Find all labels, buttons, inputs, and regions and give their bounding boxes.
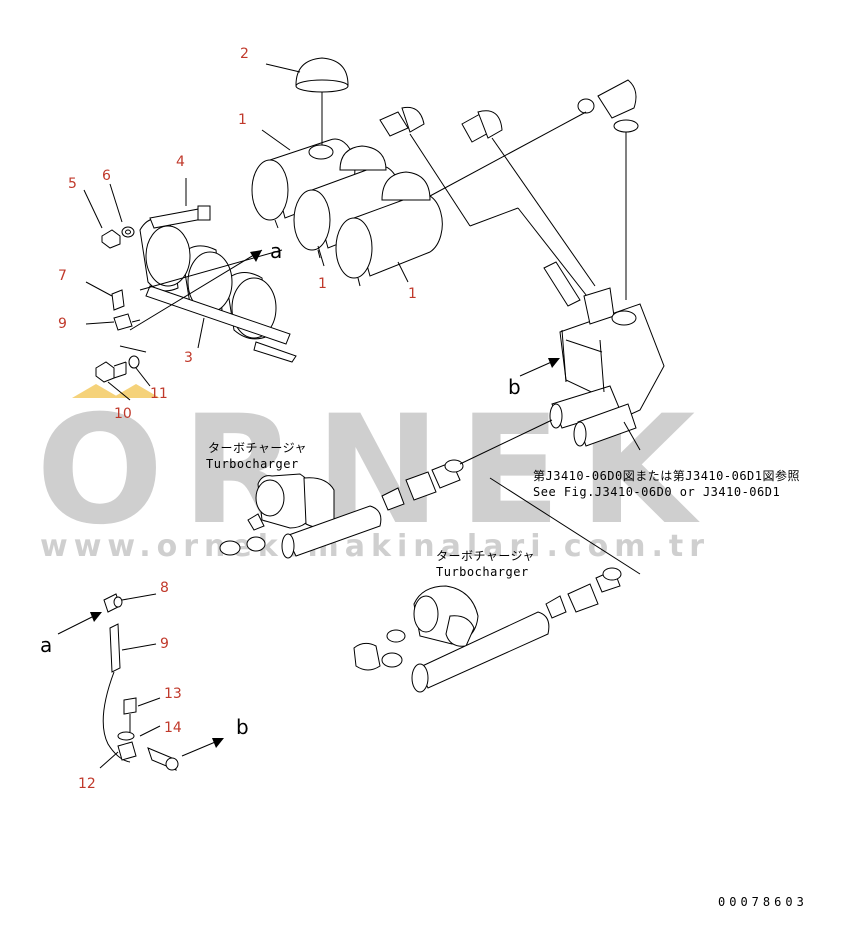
callout-7: 7 (58, 268, 67, 284)
callout-4: 4 (176, 154, 185, 170)
callout-5: 5 (68, 176, 77, 192)
view-ref-a-upper: a (270, 239, 282, 263)
callout-1-a: 1 (238, 112, 247, 128)
turbo-label-1-en: Turbocharger (206, 457, 299, 471)
callout-11: 11 (150, 386, 168, 402)
callout-labels: 1 1 1 2 3 4 5 6 7 9 10 11 8 9 13 14 12 (58, 46, 417, 792)
air-cleaner-element-middle (293, 145, 401, 259)
view-ref-b-upper: b (508, 375, 521, 399)
watermark-url: www.orneksmakinalari.com.tr (40, 529, 710, 564)
callout-1-c: 1 (408, 286, 417, 302)
leader-lines (83, 63, 409, 769)
callout-9-a: 9 (58, 316, 67, 332)
watermark-accent-left (72, 384, 120, 398)
callout-6: 6 (102, 168, 111, 184)
dust-cap (295, 57, 349, 145)
fasteners-left (95, 205, 211, 383)
callout-9-b: 9 (160, 636, 169, 652)
sensor-harness (102, 593, 179, 771)
air-cleaner-element-front (335, 171, 443, 287)
see-fig-jp: 第J3410-06D0図または第J3410-06D1図参照 (533, 468, 800, 483)
view-ref-a-lower: a (40, 633, 52, 657)
callout-3: 3 (184, 350, 193, 366)
bracket-assembly (139, 217, 297, 363)
turbo-label-1-jp: ターボチャージャ (208, 441, 307, 455)
turbocharger-lower (353, 477, 641, 693)
view-arrows (57, 249, 560, 757)
callout-14: 14 (164, 720, 182, 736)
turbo-label-2-jp: ターボチャージャ (436, 549, 535, 563)
air-cleaner-assembly (251, 57, 443, 287)
callout-10: 10 (114, 406, 132, 422)
callout-8: 8 (160, 580, 169, 596)
callout-13: 13 (164, 686, 182, 702)
callout-12: 12 (78, 776, 96, 792)
view-ref-b-lower: b (236, 715, 249, 739)
turbocharger-upper (219, 419, 553, 559)
intake-piping (379, 79, 665, 451)
view-ref-labels: a b a b (40, 239, 521, 739)
doc-number: 00078603 (718, 895, 808, 909)
see-fig-en: See Fig.J3410-06D0 or J3410-06D1 (533, 485, 780, 499)
callout-1-b: 1 (318, 276, 327, 292)
notes: ターボチャージャ Turbocharger ターボチャージャ Turbochar… (206, 441, 808, 909)
turbo-label-2-en: Turbocharger (436, 565, 529, 579)
callout-2: 2 (240, 46, 249, 62)
